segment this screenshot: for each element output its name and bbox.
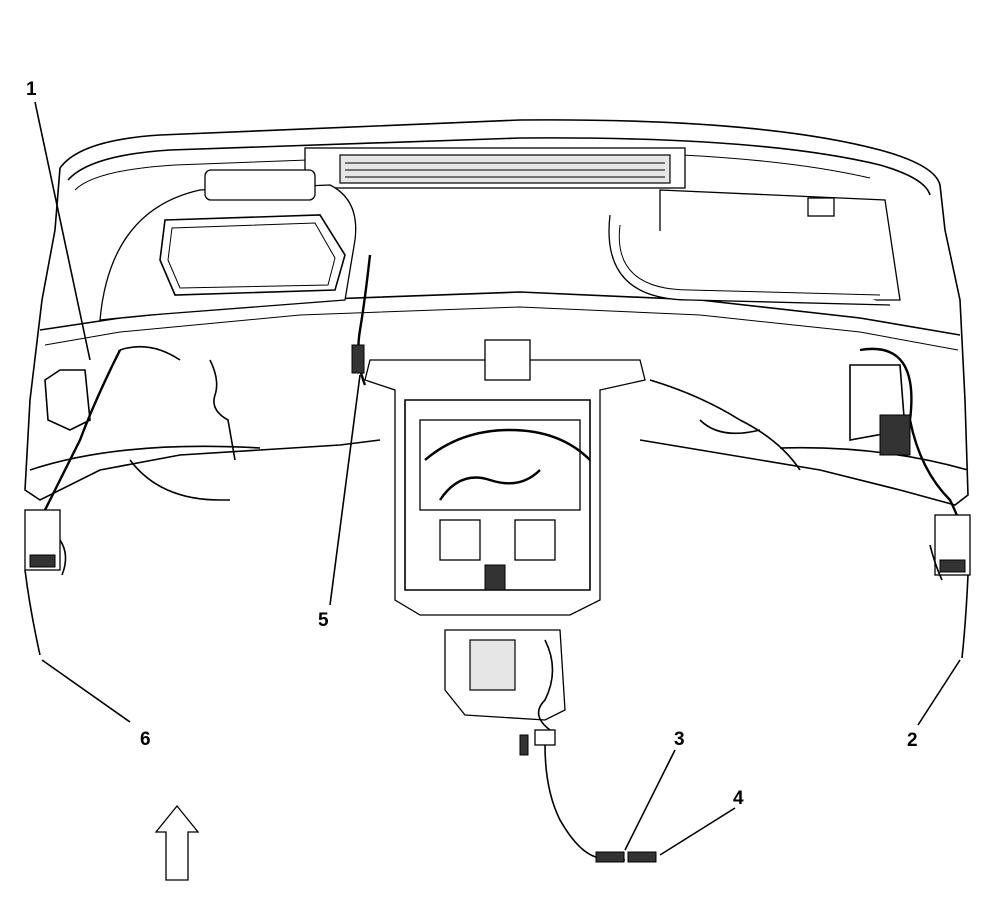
leader-3 bbox=[624, 749, 676, 851]
leader-4 bbox=[659, 807, 736, 856]
center-harness bbox=[209, 254, 801, 471]
leader-lines bbox=[34, 101, 961, 856]
leader-6 bbox=[41, 659, 131, 723]
sensor-cable bbox=[544, 744, 657, 863]
callout-6: 6 bbox=[140, 729, 151, 750]
up-arrow-icon bbox=[154, 804, 200, 881]
glove-box-area bbox=[608, 189, 901, 306]
leader-2 bbox=[917, 659, 961, 726]
callout-1: 1 bbox=[26, 79, 37, 100]
lower-bracket-module bbox=[444, 629, 566, 756]
left-side-harness bbox=[24, 345, 230, 656]
leader-1 bbox=[34, 101, 91, 361]
center-display-bezel bbox=[304, 147, 686, 189]
callout-2: 2 bbox=[907, 730, 918, 751]
callout-3: 3 bbox=[674, 729, 685, 750]
left-air-duct bbox=[99, 169, 357, 321]
callout-5: 5 bbox=[318, 610, 329, 631]
center-console bbox=[364, 339, 646, 616]
leader-5 bbox=[329, 374, 361, 606]
callout-4: 4 bbox=[733, 788, 744, 809]
right-side-harness bbox=[849, 347, 971, 659]
